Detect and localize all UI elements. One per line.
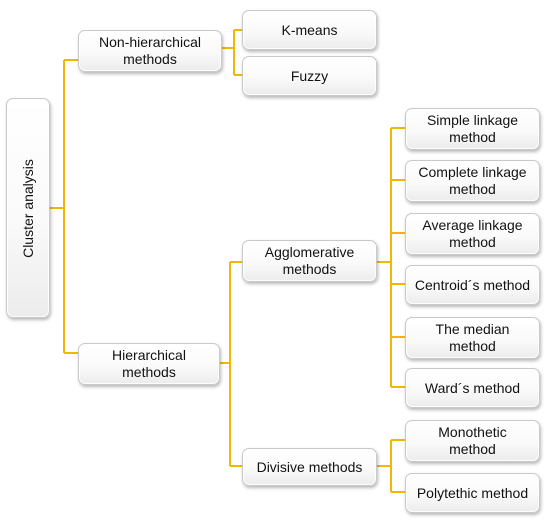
divisive-label: Divisive methods [256,458,363,475]
centroid-label: Centroid´s method [414,276,531,293]
polytethic-node: Polytethic method [405,473,540,513]
monothetic-node: Monothetic method [405,420,540,462]
fuzzy-node: Fuzzy [242,56,377,96]
fuzzy-label: Fuzzy [290,67,329,84]
kmeans-node: K-means [242,10,377,50]
complete-linkage-label: Complete linkage method [418,164,527,197]
average-linkage-node: Average linkage method [405,213,540,255]
wards-label: Ward´s method [424,379,521,396]
hierarchical-node: Hierarchical methods [78,343,220,385]
polytethic-label: Polytethic method [416,484,529,501]
monothetic-label: Monothetic method [438,424,507,457]
non-hierarchical-label: Non-hierarchical methods [99,34,201,67]
complete-linkage-node: Complete linkage method [405,160,540,202]
non-hierarchical-node: Non-hierarchical methods [78,30,222,72]
median-label: The median method [435,321,510,354]
agglomerative-label: Agglomerative methods [264,244,355,277]
average-linkage-label: Average linkage method [422,217,523,250]
simple-linkage-node: Simple linkage method [405,108,540,150]
hierarchical-label: Hierarchical methods [112,347,186,380]
centroid-node: Centroid´s method [405,265,540,305]
median-node: The median method [405,317,540,359]
divisive-node: Divisive methods [242,448,377,486]
kmeans-label: K-means [281,21,338,38]
cluster-analysis-label: Cluster analysis [19,158,36,258]
agglomerative-node: Agglomerative methods [242,240,377,282]
cluster-analysis-node: Cluster analysis [6,98,50,318]
simple-linkage-label: Simple linkage method [426,112,519,145]
wards-node: Ward´s method [405,368,540,408]
